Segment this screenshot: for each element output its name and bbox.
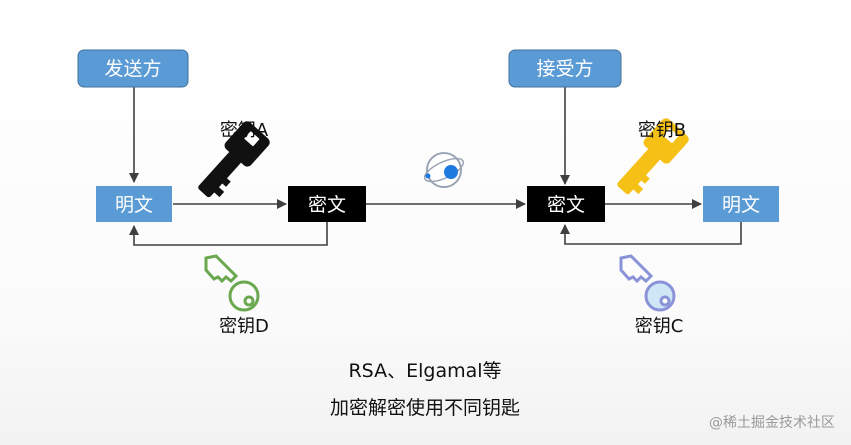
caption-different-keys: 加密解密使用不同钥匙 [330, 397, 520, 419]
connectors [129, 87, 742, 246]
key-a-label: 密钥A [220, 120, 269, 141]
sender-label: 发送方 [104, 58, 161, 80]
ciphertext-left-label: 密文 [308, 194, 346, 216]
receiver-box: 接受方 [508, 49, 622, 88]
key-d-icon [204, 254, 260, 312]
key-b-label: 密钥B [638, 120, 686, 141]
ciphertext-right-box: 密文 [527, 186, 605, 222]
plaintext-right-box: 明文 [703, 186, 779, 222]
arrow-ciphertext-back-to-plaintext [129, 222, 328, 246]
network-globe-icon [423, 152, 465, 188]
receiver-label: 接受方 [536, 58, 593, 80]
arrow-plaintext-back-to-ciphertext [560, 222, 742, 245]
plaintext-right-label: 明文 [722, 194, 760, 216]
sender-box: 发送方 [77, 49, 189, 88]
plaintext-left-box: 明文 [96, 186, 172, 222]
ciphertext-right-label: 密文 [547, 194, 585, 216]
key-d-label: 密钥D [219, 316, 269, 337]
key-c-icon [619, 254, 676, 312]
key-a-icon [198, 121, 270, 198]
ciphertext-left-box: 密文 [288, 186, 366, 222]
caption-algorithms: RSA、Elgamal等 [348, 360, 501, 382]
watermark: @稀土掘金技术社区 [709, 415, 835, 431]
plaintext-left-label: 明文 [115, 194, 153, 216]
key-c-label: 密钥C [635, 316, 684, 337]
key-b-icon [617, 118, 689, 195]
